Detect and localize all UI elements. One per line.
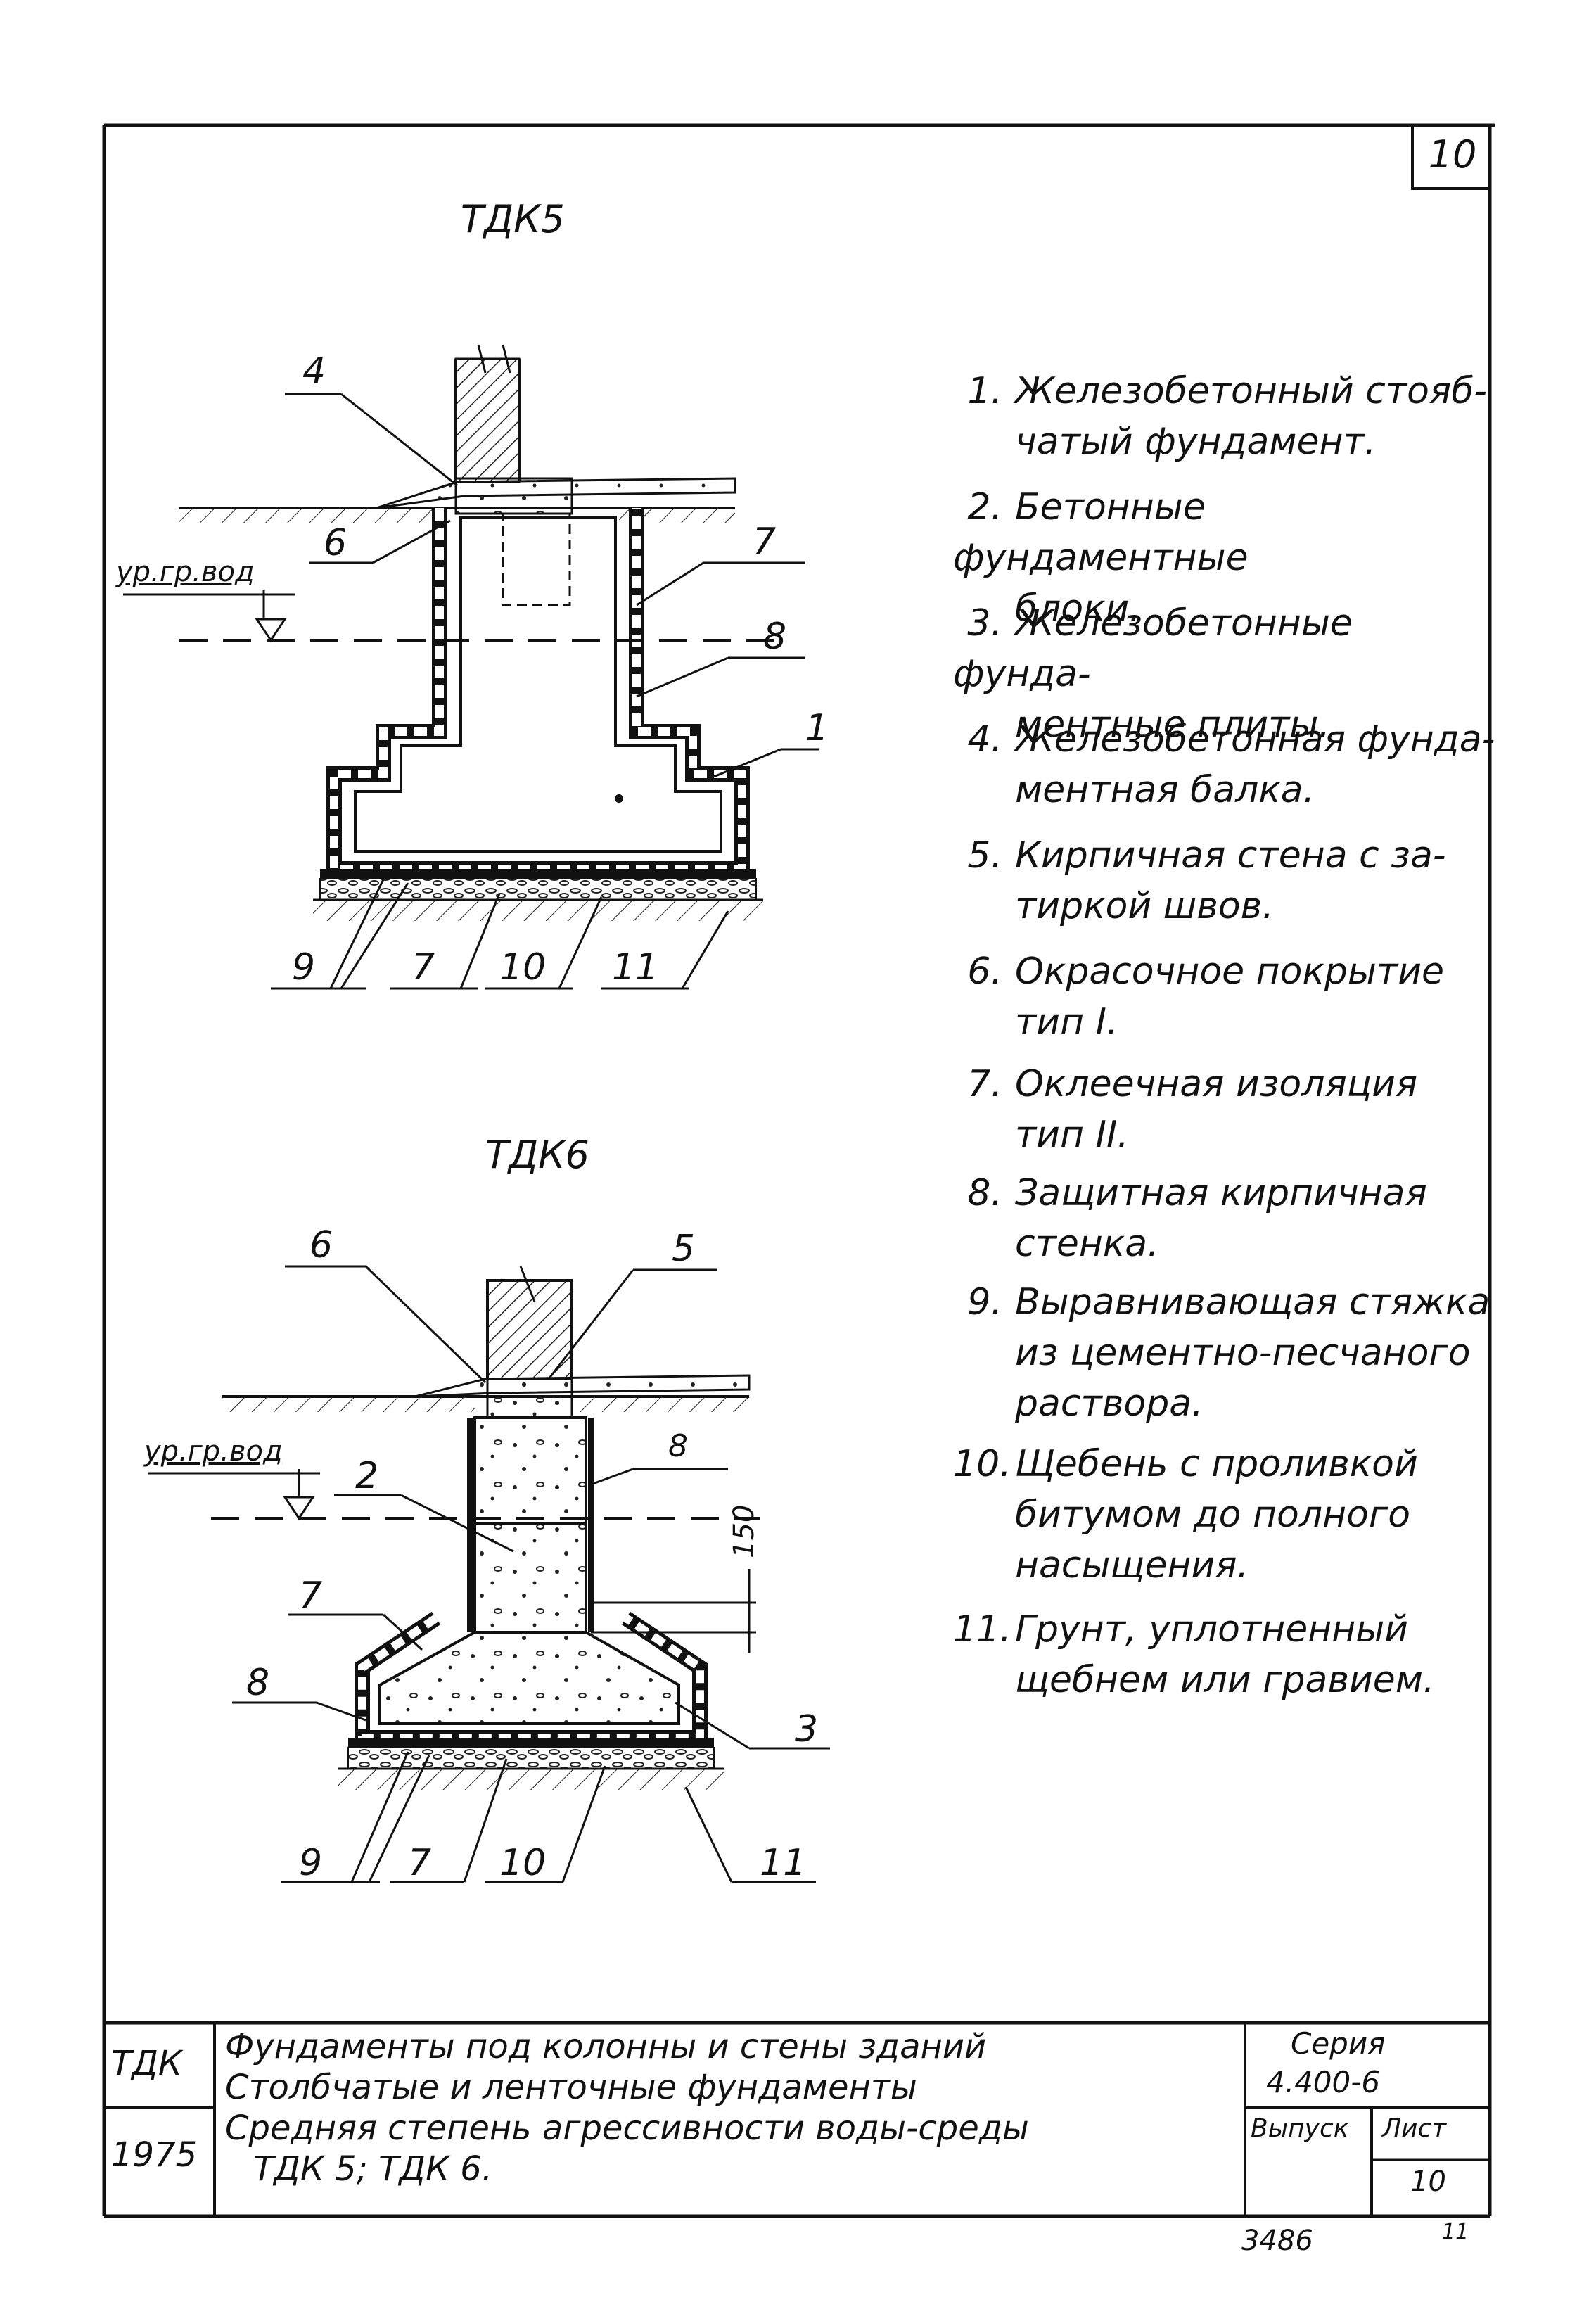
legend-item-1: 1. Железобетонный стояб- чатый фундамент. <box>953 366 1502 467</box>
tdk6-callout-11: 11 <box>760 1842 807 1884</box>
legend-num: 11. <box>953 1608 1011 1651</box>
legend-text: из цементно-песчаного <box>1015 1332 1471 1374</box>
legend-text: Оклеечная изоляция <box>1015 1063 1418 1105</box>
legend-text: ментные плиты. <box>1015 704 1330 746</box>
legend-item-4: 4. Железобетонная фунда- ментная балка. <box>953 714 1502 815</box>
legend-item-7: 7. Оклеечная изоляция тип II. <box>953 1059 1502 1160</box>
legend-num: 5. <box>967 834 1002 877</box>
tdk6-callout-9: 9 <box>299 1842 323 1884</box>
tdk6-callout-6: 6 <box>309 1224 333 1266</box>
tdk5-callout-6: 6 <box>324 522 347 564</box>
legend-text: Защитная кирпичная <box>1015 1172 1427 1214</box>
legend-num: 6. <box>967 950 1002 993</box>
legend-text: тип II. <box>1015 1114 1129 1156</box>
series-value: 4.400-6 <box>1266 2065 1381 2099</box>
tdk5-callout-9: 9 <box>292 946 316 988</box>
tdk6-callout-7b: 7 <box>408 1842 432 1884</box>
title-block-year: 1975 <box>111 2135 198 2175</box>
legend-text: раствора. <box>1015 1382 1204 1425</box>
tdk6-title: ТДК6 <box>485 1133 589 1177</box>
legend-text: Железобетонные фунда- <box>953 602 1353 695</box>
tdk6-callout-8: 8 <box>668 1428 688 1464</box>
legend-text: битумом до полного <box>1015 1494 1411 1536</box>
tdk6-callout-8b: 8 <box>246 1662 270 1704</box>
legend-item-10: 10.Щебень с проливкой битумом до полного… <box>953 1439 1502 1591</box>
title-block-lines <box>104 2021 1490 2216</box>
legend-text: насыщения. <box>1015 1544 1249 1586</box>
legend-text: тип I. <box>1015 1001 1118 1043</box>
title-block-description: Фундаменты под колонны и стены зданий Ст… <box>225 2026 1238 2189</box>
tdk5-callout-10: 10 <box>499 946 547 988</box>
legend-text: Грунт, уплотненный <box>1015 1608 1409 1651</box>
legend-item-5: 5. Кирпичная стена с за- тиркой швов. <box>953 830 1502 931</box>
legend-text: стенка. <box>1015 1223 1159 1265</box>
legend-num: 3. <box>967 602 1002 644</box>
legend-text: блоки. <box>1015 587 1141 630</box>
title-block-code: ТДК <box>111 2044 182 2083</box>
tdk5-callout-4: 4 <box>302 350 326 393</box>
tdk5-callout-1: 1 <box>805 707 829 749</box>
tdk6-drawing <box>148 1265 830 1883</box>
legend-num: 8. <box>967 1172 1002 1214</box>
legend-num: 10. <box>953 1443 1011 1485</box>
tdk6-callout-10: 10 <box>499 1842 547 1884</box>
tdk6-callout-7: 7 <box>299 1575 323 1617</box>
tdk5-title: ТДК5 <box>461 197 565 241</box>
legend-num: 1. <box>967 370 1002 412</box>
legend-text: ментная балка. <box>1015 769 1315 811</box>
legend-num: 7. <box>967 1063 1002 1105</box>
legend-item-9: 9. Выравнивающая стяжка из цементно-песча… <box>953 1277 1502 1429</box>
legend-text: Выравнивающая стяжка <box>1015 1281 1490 1323</box>
legend-text: Железобетонная фунда- <box>1015 718 1495 761</box>
title-line-1: Фундаменты под колонны и стены зданий <box>225 2027 987 2066</box>
legend-num: 2. <box>967 486 1002 528</box>
legend-item-8: 8. Защитная кирпичная стенка. <box>953 1168 1502 1269</box>
footer-number: 3486 <box>1241 2225 1313 2257</box>
tdk6-callout-5: 5 <box>672 1228 696 1270</box>
tdk5-drawing <box>123 344 819 990</box>
tdk6-dimension-label: 150 <box>728 1504 760 1558</box>
legend-num: 4. <box>967 718 1002 761</box>
series-label: Серия <box>1291 2026 1386 2061</box>
sheet-value: 10 <box>1410 2166 1446 2198</box>
legend-text: Железобетонный стояб- <box>1015 370 1488 412</box>
legend-text: щебнем или гравием. <box>1015 1659 1435 1701</box>
title-line-3: Средняя степень агрессивности воды-среды <box>225 2109 1029 2148</box>
issue-label: Выпуск <box>1251 2114 1349 2143</box>
tdk6-water-level-label: ур.гр.вод <box>144 1435 283 1468</box>
legend-num: 9. <box>967 1281 1002 1323</box>
legend-item-6: 6. Окрасочное покрытие тип I. <box>953 946 1502 1048</box>
legend-text: Окрасочное покрытие <box>1015 950 1445 993</box>
tdk6-callout-3: 3 <box>795 1708 819 1750</box>
tdk5-callout-7: 7 <box>753 521 777 563</box>
tdk5-water-level-label: ур.гр.вод <box>116 556 255 588</box>
tdk5-callout-11: 11 <box>612 946 659 988</box>
legend-text: чатый фундамент. <box>1015 421 1377 463</box>
tdk6-callout-2: 2 <box>355 1455 379 1497</box>
legend-item-11: 11.Грунт, уплотненный щебнем или гравием… <box>953 1604 1502 1705</box>
tdk5-callout-8: 8 <box>763 616 787 658</box>
tdk5-callout-7b: 7 <box>411 946 435 988</box>
sheet-number: 10 <box>1428 132 1477 177</box>
legend-item-2: 2.Бетонные фундаментные блоки. <box>953 482 1502 634</box>
legend-text: Кирпичная стена с за- <box>1015 834 1446 877</box>
legend-text: Щебень с проливкой <box>1015 1443 1418 1485</box>
legend-item-3: 3.Железобетонные фунда- ментные плиты. <box>953 598 1502 750</box>
sheet-label: Лист <box>1382 2114 1447 2143</box>
footer-mark: 11 <box>1442 2220 1469 2244</box>
title-line-4: ТДК 5; ТДК 6. <box>253 2149 493 2189</box>
legend-text: тиркой швов. <box>1015 885 1274 927</box>
title-line-2: Столбчатые и ленточные фундаменты <box>225 2068 917 2107</box>
legend-text: Бетонные фундаментные <box>953 486 1249 579</box>
